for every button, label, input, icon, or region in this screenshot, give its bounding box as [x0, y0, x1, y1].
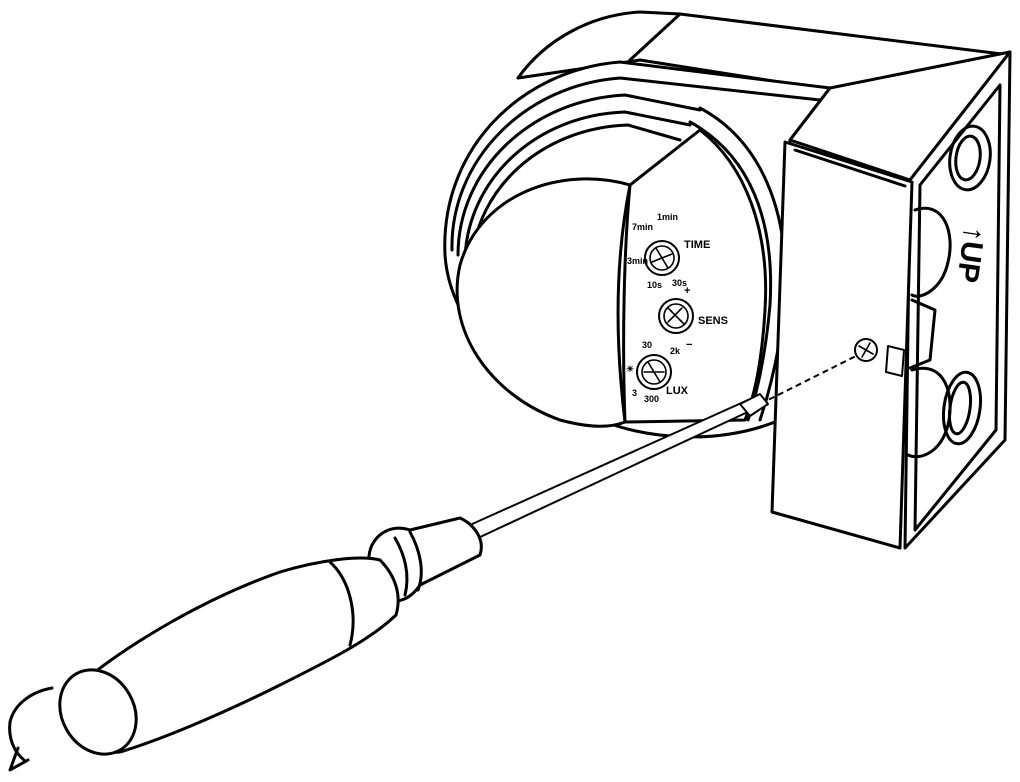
- time-knob-label-1min: 1min: [657, 212, 678, 222]
- lens-dome: [455, 177, 632, 428]
- time-knob-label-10s: 10s: [647, 280, 662, 290]
- cable-knockout-top: [948, 124, 992, 192]
- lux-knob-title: LUX: [666, 385, 689, 397]
- up-marking: ↑UP: [950, 224, 991, 285]
- lux-knob-label-3: 3: [632, 388, 637, 398]
- sens-knob-title: SENS: [698, 315, 728, 327]
- lux-knob-label-sun: ☀: [626, 364, 634, 374]
- lux-knob[interactable]: ☀ 3 30 2k 300 LUX: [626, 340, 689, 404]
- mounting-box: ↑UP: [770, 50, 1012, 550]
- box-front-plate: [770, 140, 914, 550]
- fixing-screw[interactable]: [854, 338, 878, 362]
- control-panel-face: [616, 128, 768, 424]
- sens-knob-label-plus: +: [684, 285, 690, 297]
- cable-knockout-bottom: [941, 370, 983, 446]
- rotation-arrow-icon: [8, 686, 54, 772]
- box-clip: [885, 345, 905, 377]
- sens-knob[interactable]: + − SENS: [658, 285, 728, 351]
- time-knob-label-3min: 3min: [627, 256, 648, 266]
- screwdriver-tip: [739, 393, 769, 417]
- time-knob-label-7min: 7min: [632, 222, 653, 232]
- time-knob[interactable]: 7min 3min 10s 30s 1min TIME: [627, 212, 710, 290]
- screwdriver[interactable]: [45, 393, 769, 768]
- time-knob-title: TIME: [684, 239, 710, 251]
- screwdriver-handle-end: [58, 668, 138, 756]
- sensor-head: 7min 3min 10s 30s 1min TIME + − SENS ☀ 3…: [443, 10, 1012, 439]
- time-knob-label-30s: 30s: [672, 278, 687, 288]
- lux-knob-label-30: 30: [642, 340, 652, 350]
- screw-guide-line: [759, 355, 857, 405]
- lux-knob-label-300: 300: [644, 394, 659, 404]
- sens-knob-label-minus: −: [686, 339, 692, 351]
- lux-knob-label-2k: 2k: [670, 346, 681, 356]
